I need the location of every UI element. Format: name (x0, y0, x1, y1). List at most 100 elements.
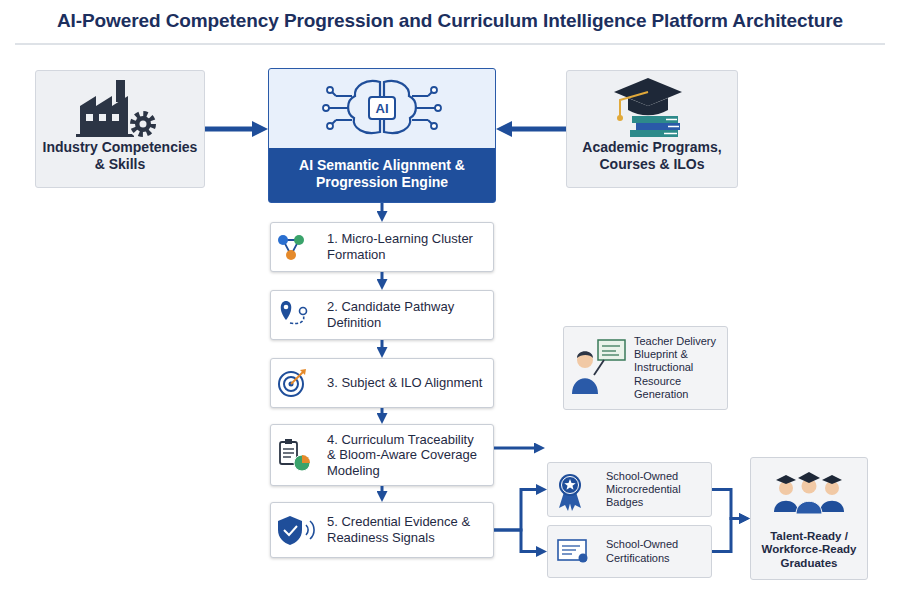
process-box: 4. Curriculum Traceability & Bloom-Aware… (270, 424, 494, 486)
target-icon (279, 369, 306, 396)
node-text: 1. Micro-Learning Cluster Formation (327, 231, 485, 262)
target-icon (279, 372, 303, 396)
shield-signal-icon (284, 526, 297, 535)
flow-arrow (494, 490, 536, 531)
node-text: AI Semantic Alignment & Progression Engi… (269, 146, 495, 202)
traceability-icon (283, 448, 294, 449)
ai-brain-icon (369, 97, 395, 119)
factory-icon (76, 134, 134, 137)
outcome-box: Talent-Ready / Workforce-Ready Graduates (750, 457, 868, 580)
target-icon (284, 377, 298, 391)
graduates-icon (822, 475, 842, 484)
factory-icon (99, 114, 106, 121)
flow-arrow (381, 272, 384, 279)
badge-icon (559, 474, 581, 496)
ai-brain-icon (435, 105, 441, 111)
certificate-icon (562, 553, 572, 554)
flow-arrow (712, 490, 739, 519)
pathway-icon (284, 305, 289, 310)
teacher-icon (602, 345, 620, 346)
node-text: 2. Candidate Pathway Definition (327, 299, 485, 330)
node-text: Talent-Ready / Workforce-Ready Graduates (755, 530, 863, 571)
graduation-books-icon (664, 133, 677, 135)
traceability-icon (285, 439, 292, 444)
title-rule (15, 43, 885, 45)
teacher-icon (602, 354, 619, 355)
cluster-icon (278, 235, 304, 260)
cluster-icon (283, 240, 299, 255)
ai-brain-icon (431, 123, 437, 129)
process-box: 1. Micro-Learning Cluster Formation (270, 222, 494, 272)
node-text: School-Owned Certifications (606, 538, 705, 564)
badge-icon (568, 492, 581, 511)
teacher-icon (602, 350, 616, 351)
graduation-books-icon (617, 115, 623, 121)
flow-arrow (494, 530, 536, 552)
certificate-icon (562, 545, 580, 546)
graduation-books-icon (636, 123, 680, 130)
teacher-icon (572, 378, 598, 394)
teacher-icon (577, 352, 593, 368)
graduation-books-icon (630, 130, 678, 137)
flow-arrow (381, 340, 384, 347)
graduation-books-icon (666, 119, 677, 121)
traceability-icon (280, 442, 297, 464)
factory-icon (76, 80, 158, 139)
engine-box: AI Semantic Alignment & Progression Engi… (268, 68, 496, 203)
ai-brain-icon (323, 81, 441, 133)
flow-arrow (381, 408, 384, 413)
certificate-icon (579, 554, 588, 563)
cluster-icon (294, 235, 304, 245)
target-icon (291, 372, 303, 384)
certificate-icon (558, 540, 588, 563)
flow-arrow (381, 486, 384, 491)
graduates-icon (820, 501, 844, 512)
ai-brain-icon (327, 87, 333, 93)
node-text: 4. Curriculum Traceability & Bloom-Aware… (327, 432, 485, 479)
traceability-icon (302, 455, 310, 463)
graduation-books-icon (628, 98, 668, 115)
traceability-icon (283, 452, 294, 453)
ai-brain-icon (323, 105, 329, 111)
node-text: School-Owned Microcredential Badges (606, 470, 705, 510)
flow-arrow (205, 127, 252, 132)
ai-brain-icon (348, 81, 380, 133)
badge-icon (559, 474, 581, 511)
pathway-icon (281, 301, 307, 324)
graduates-icon (774, 501, 798, 512)
flow-arrow (512, 127, 566, 132)
traceability-icon (294, 455, 310, 471)
factory-icon (128, 109, 158, 139)
target-icon (289, 382, 294, 387)
credential-box: School-Owned Certifications (547, 525, 712, 578)
teacher-icon (572, 340, 625, 394)
badge-icon (559, 492, 572, 511)
flow-arrow (712, 519, 739, 552)
node-text: 5. Credential Evidence & Readiness Signa… (327, 514, 485, 545)
diagram-title: AI-Powered Competency Progression and Cu… (0, 10, 900, 32)
cluster-icon (286, 250, 296, 260)
certificate-icon (562, 549, 576, 550)
output-box: Teacher Delivery Blueprint & Instruction… (563, 326, 728, 410)
factory-icon (80, 96, 128, 136)
teacher-icon (577, 351, 593, 358)
factory-icon (86, 114, 93, 121)
cluster-icon (278, 235, 288, 245)
graduates-icon (779, 481, 793, 495)
traceability-icon (280, 439, 310, 471)
badge-icon (562, 477, 579, 494)
source-box: Academic Programs, Courses & ILOs (566, 70, 738, 188)
graduation-books-icon (632, 116, 678, 123)
flow-arrow (381, 203, 384, 211)
factory-icon (112, 114, 119, 121)
factory-icon (133, 114, 153, 134)
ai-brain-icon (329, 92, 352, 124)
side-arrow (494, 448, 534, 449)
graduation-books-icon (620, 92, 648, 116)
teacher-icon (598, 340, 625, 360)
node-text: 3. Subject & ILO Alignment (327, 375, 482, 391)
pathway-icon (300, 308, 307, 315)
shield-signal-icon (278, 516, 314, 545)
